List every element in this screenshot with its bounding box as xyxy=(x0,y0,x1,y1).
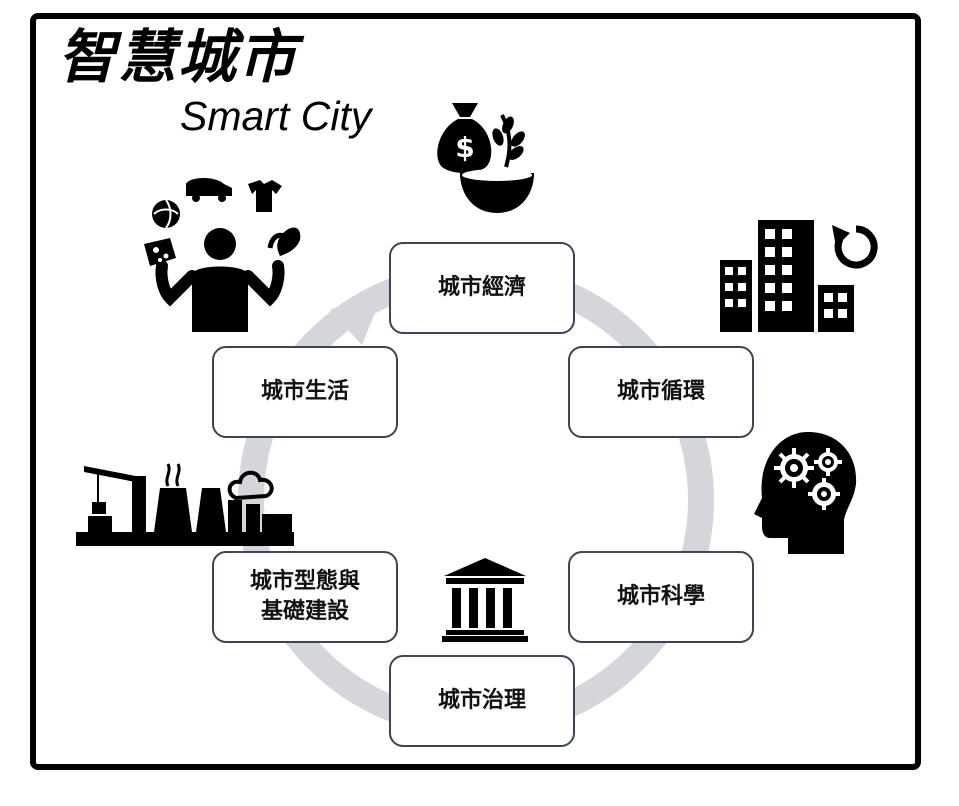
svg-text:$: $ xyxy=(455,131,474,164)
head-gears-icon xyxy=(754,432,857,554)
government-building-icon xyxy=(442,558,528,642)
node-urban-circulation: 城市循環 xyxy=(568,346,754,438)
title-chinese: 智慧城市 xyxy=(58,23,299,91)
buildings-recycle-icon xyxy=(720,220,878,332)
person-juggling-icon xyxy=(144,178,301,332)
node-urban-form-infrastructure: 城市型態與 基礎建設 xyxy=(212,551,398,643)
node-urban-science: 城市科學 xyxy=(568,551,754,643)
money-bag-bowl-icon: $ xyxy=(437,103,534,213)
node-urban-governance: 城市治理 xyxy=(389,655,575,747)
industry-construction-icon xyxy=(76,463,294,546)
node-urban-life: 城市生活 xyxy=(212,346,398,438)
cycle-arrowhead xyxy=(330,288,385,345)
node-urban-economy: 城市經濟 xyxy=(389,242,575,334)
title-english: Smart City xyxy=(180,93,372,139)
